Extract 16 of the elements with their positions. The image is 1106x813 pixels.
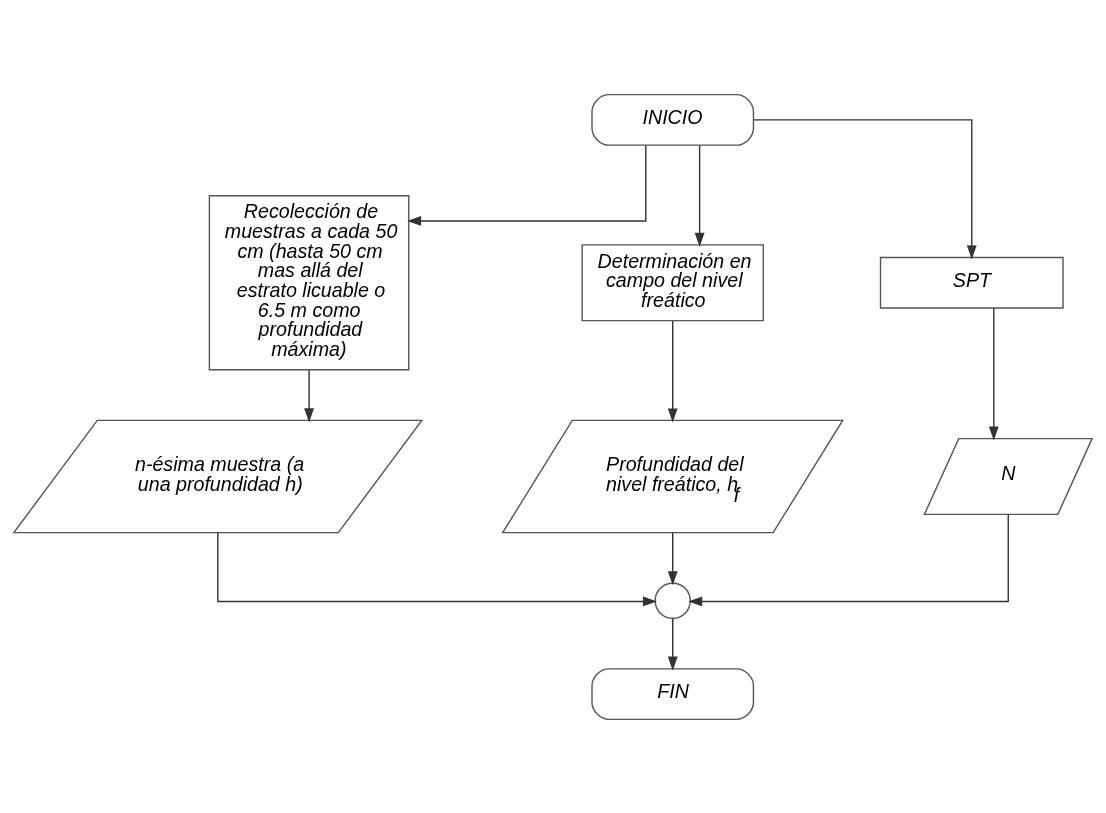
arrow xyxy=(688,513,1009,606)
arrow xyxy=(407,144,647,226)
node-box: Determinación en campo del nivel freático xyxy=(581,243,764,321)
arrow xyxy=(752,118,977,259)
arrow xyxy=(304,368,314,422)
node-box: INICIO xyxy=(591,93,755,146)
node-box: Recolección de muestras a cada 50 cm (hasta 50 cm mas allá del estrato licuable o 6.5 m como profundidad máxima) xyxy=(208,194,410,370)
arrow xyxy=(694,144,705,247)
node-circle xyxy=(654,582,691,619)
node-box: SPT xyxy=(879,256,1064,309)
arrow xyxy=(667,319,678,422)
arrow xyxy=(217,531,657,606)
arrow xyxy=(988,306,999,441)
arrow xyxy=(667,531,678,585)
arrow xyxy=(667,617,678,671)
node-box: FIN xyxy=(591,667,755,720)
